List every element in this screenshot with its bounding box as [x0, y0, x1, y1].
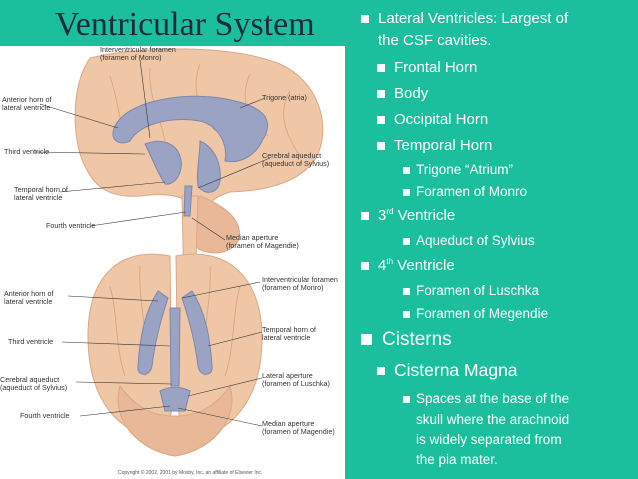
bullet-spaces-line-3: is widely separated from	[416, 432, 562, 447]
square-bullet-icon	[403, 395, 410, 403]
bullet-lateral-ventricles-cont: the CSF cavities.	[378, 32, 492, 49]
label-median-aperture-bottom: Median aperture(foramen of Magendie)	[262, 419, 335, 436]
bullet-cisterna-magna: Cisterna Magna	[377, 360, 518, 381]
slide-title: Ventricular System	[55, 6, 315, 43]
lateral-view-brain	[34, 48, 324, 292]
label-median-aperture: Median aperture(foramen of Magendie)	[226, 233, 299, 250]
bullet-foramen-magendie: Foramen of Megendie	[403, 306, 548, 321]
square-bullet-icon	[377, 116, 385, 125]
bullet-occipital-horn: Occipital Horn	[377, 111, 488, 128]
square-bullet-icon	[361, 15, 369, 24]
label-cerebral-aqueduct: Cerebral aqueduct(aqueduct of Sylvius)	[262, 151, 330, 168]
superior-view-brain	[61, 253, 263, 457]
bullet-third-ventricle: 3rd Ventricle	[361, 207, 455, 224]
square-bullet-icon	[377, 64, 385, 73]
square-bullet-icon	[403, 287, 410, 295]
square-bullet-icon	[403, 188, 410, 196]
square-bullet-icon	[361, 262, 369, 271]
square-bullet-icon	[403, 166, 410, 174]
bullet-cisterns: Cisterns	[361, 329, 452, 351]
label-third-ventricle: Third ventricle	[4, 147, 50, 156]
label-third-ventricle-bottom: Third ventricle	[8, 337, 54, 346]
label-interventricular-foramen: Interventricular foramen(foramen of Monr…	[100, 45, 176, 62]
label-fourth-ventricle: Fourth ventricle	[46, 221, 96, 230]
bullet-spaces-line-2: skull where the arachnoid	[416, 412, 570, 427]
square-bullet-icon	[377, 142, 385, 151]
bullet-aqueduct-sylvius: Aqueduct of Sylvius	[403, 233, 535, 248]
ventricular-system-figure: Interventricular foramen(foramen of Monr…	[0, 46, 345, 479]
square-bullet-icon	[403, 237, 410, 245]
square-bullet-icon	[377, 90, 385, 99]
bullet-foramen-monro: Foramen of Monro	[403, 184, 527, 199]
bullet-trigone: Trigone “Atrium”	[403, 162, 513, 177]
brain-illustration	[34, 48, 324, 457]
bullet-fourth-ventricle: 4th Ventricle	[361, 257, 455, 274]
copyright-notice: Copyright © 2002, 2001 by Mosby, Inc. an…	[118, 470, 263, 476]
label-trigone: Trigone (atria)	[262, 93, 307, 102]
square-bullet-icon	[377, 367, 385, 376]
bullet-foramen-luschka: Foramen of Luschka	[403, 283, 539, 298]
bullet-spaces-line-4: the pia mater.	[416, 452, 498, 467]
square-bullet-icon	[361, 334, 372, 346]
label-lateral-aperture: Lateral aperture(foramen of Luschka)	[262, 371, 330, 388]
label-interventricular-foramen-bottom: Interventricular foramen(foramen of Monr…	[262, 275, 338, 292]
bullet-body: Body	[377, 85, 428, 102]
square-bullet-icon	[361, 212, 369, 221]
bullet-spaces-line-1: Spaces at the base of the	[403, 391, 569, 406]
bullet-temporal-horn: Temporal Horn	[377, 137, 492, 154]
bullet-lateral-ventricles: Lateral Ventricles: Largest of	[361, 10, 568, 27]
bullet-frontal-horn: Frontal Horn	[377, 59, 477, 76]
label-fourth-ventricle-bottom: Fourth ventricle	[20, 411, 70, 420]
label-cerebral-aqueduct-bottom: Cerebral aqueduct(aqueduct of Sylvius)	[0, 375, 68, 392]
square-bullet-icon	[403, 310, 410, 318]
